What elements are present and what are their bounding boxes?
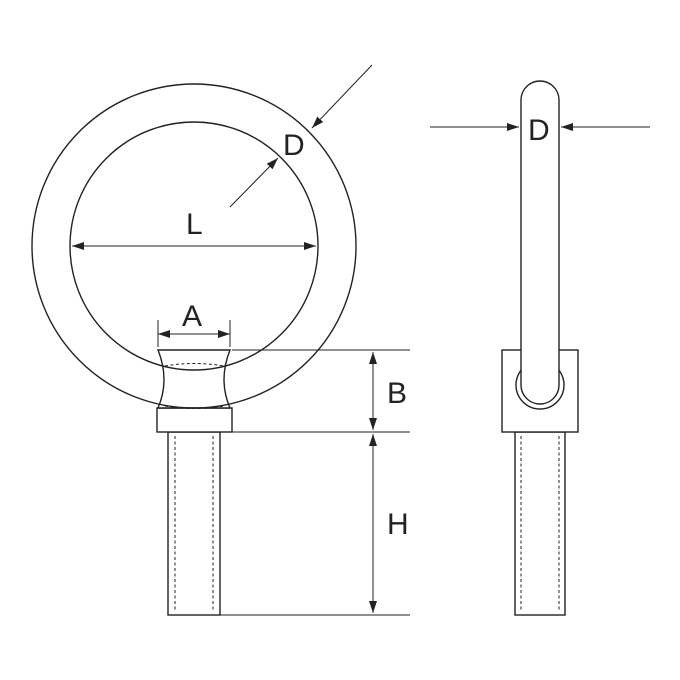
side-view <box>501 80 579 616</box>
side-dimensions: D <box>430 114 650 147</box>
front-ring-outer <box>31 83 357 409</box>
dim-d-arrow-outer <box>311 64 373 129</box>
dim-d-arrow-inner <box>229 157 279 208</box>
side-dim-d-label: D <box>528 114 550 147</box>
front-dimensions: D L A B H <box>72 64 410 616</box>
dim-b-label: B <box>387 377 407 410</box>
side-ring-wire <box>520 80 560 405</box>
side-shank <box>514 431 566 616</box>
front-view <box>31 83 357 616</box>
front-collar <box>156 407 233 433</box>
front-neck-hidden-top <box>164 363 225 367</box>
front-neck <box>156 349 232 409</box>
dim-d-label: D <box>283 129 305 162</box>
dim-l-label: L <box>186 208 203 241</box>
front-ring-inner <box>69 121 319 371</box>
dim-a-label: A <box>182 300 202 333</box>
front-shank <box>167 431 221 616</box>
dim-h-label: H <box>387 508 409 541</box>
